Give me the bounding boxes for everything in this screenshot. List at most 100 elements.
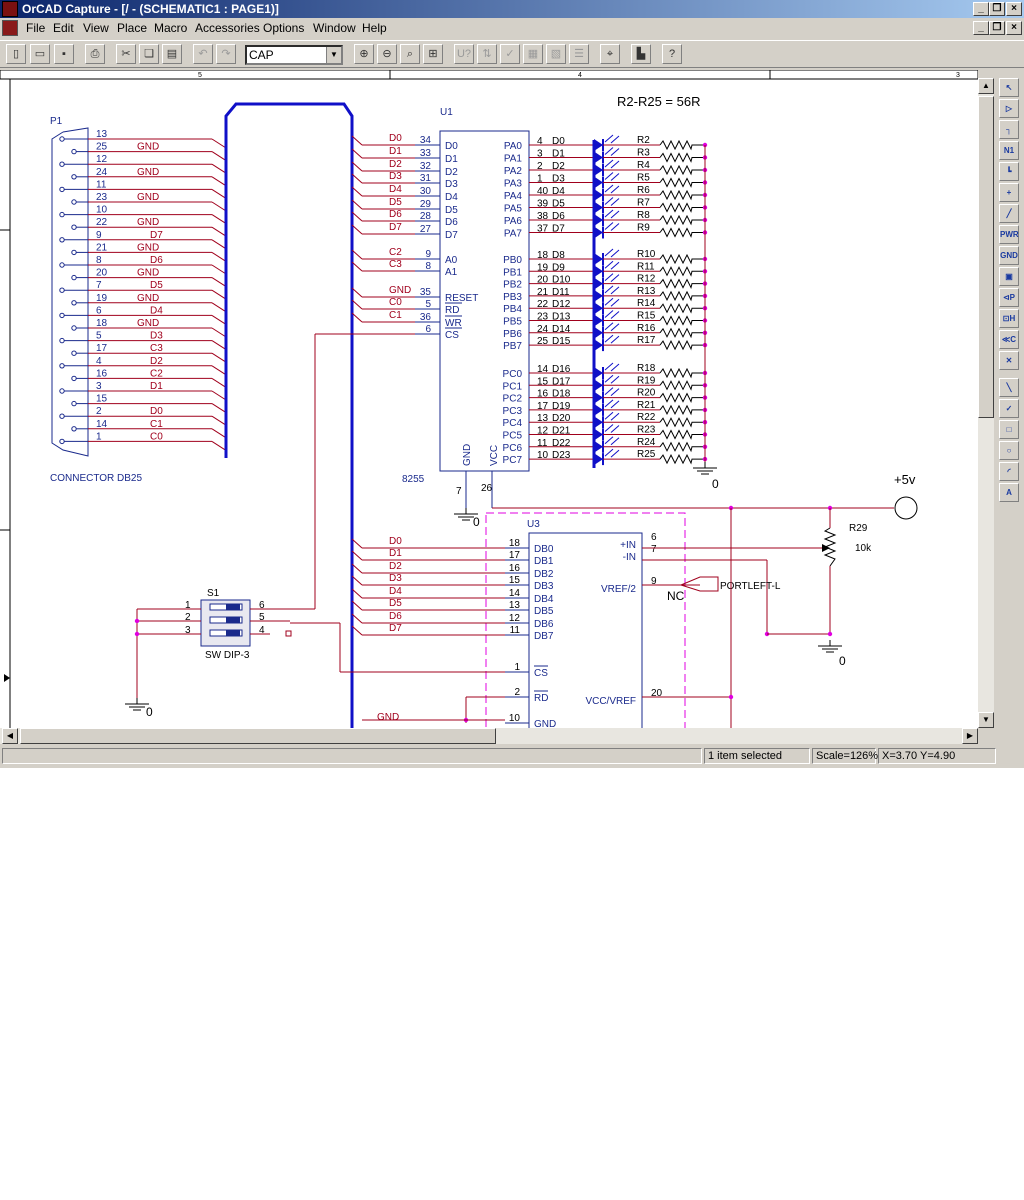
document-icon[interactable]: [2, 20, 18, 36]
place-part-icon[interactable]: ▷: [999, 99, 1019, 118]
menu-place[interactable]: Place: [117, 21, 148, 35]
minimize-icon[interactable]: _: [973, 2, 989, 16]
help-icon[interactable]: ?: [662, 44, 682, 64]
u1-pin-name: WR: [445, 318, 462, 329]
menu-help[interactable]: Help: [362, 21, 387, 35]
place-rectangle-icon[interactable]: □: [999, 420, 1019, 439]
scroll-down-icon[interactable]: ▼: [978, 712, 994, 728]
vertical-scrollbar[interactable]: ▲ ▼: [978, 78, 994, 728]
resistor-zigzag: [659, 214, 705, 226]
netlist-icon[interactable]: ▦: [523, 44, 543, 64]
u1-port-name: PC7: [503, 455, 523, 466]
led-triangle: [594, 339, 603, 352]
cut-icon[interactable]: ✂: [116, 44, 136, 64]
u3-pin-name: GND: [534, 719, 556, 728]
place-polyline-icon[interactable]: ✓: [999, 399, 1019, 418]
u1-pin-num: 30: [420, 186, 432, 197]
place-bus-entry-icon[interactable]: ╱: [999, 204, 1019, 223]
back-annotate-icon[interactable]: ⇅: [477, 44, 497, 64]
u3-pin-name: DB5: [534, 606, 554, 617]
place-ground-icon[interactable]: GND: [999, 246, 1019, 265]
undo-icon[interactable]: ↶: [193, 44, 213, 64]
p1-pin-circle: [71, 325, 77, 331]
u1-port-num: 22: [537, 299, 549, 310]
cross-ref-icon[interactable]: ▧: [546, 44, 566, 64]
led-triangle: [594, 367, 603, 379]
u1-pin-name: D2: [445, 167, 458, 178]
place-line-icon[interactable]: ╲: [999, 378, 1019, 397]
menu-edit[interactable]: Edit: [53, 21, 74, 35]
place-offpage-icon[interactable]: ≪C: [999, 330, 1019, 349]
drc-icon[interactable]: ✓: [500, 44, 520, 64]
horizontal-scroll-thumb[interactable]: [20, 728, 496, 744]
u1-port-num: 24: [537, 324, 549, 335]
bom-icon[interactable]: ☰: [569, 44, 589, 64]
open-icon[interactable]: ▭: [30, 44, 50, 64]
print-icon[interactable]: ⎙: [85, 44, 105, 64]
scroll-left-icon[interactable]: ◀: [2, 728, 18, 744]
menu-options[interactable]: Options: [263, 21, 305, 35]
annotate-icon[interactable]: U?: [454, 44, 474, 64]
part-value-combo[interactable]: CAP ▼: [245, 45, 343, 65]
select-tool-icon[interactable]: ↖: [999, 78, 1019, 97]
restore-icon[interactable]: ❐: [989, 2, 1005, 16]
place-arc-icon[interactable]: ◜: [999, 462, 1019, 481]
doc-close-icon[interactable]: ×: [1006, 21, 1022, 35]
place-junction-icon[interactable]: +: [999, 183, 1019, 202]
vertical-scroll-thumb[interactable]: [978, 96, 994, 418]
menu-accessories[interactable]: Accessories: [195, 21, 260, 35]
chevron-down-icon[interactable]: ▼: [326, 47, 341, 63]
led-ray: [604, 273, 614, 281]
u1-pin-name: A1: [445, 267, 458, 278]
led-triangle: [594, 302, 603, 315]
place-port-icon[interactable]: ⊲P: [999, 288, 1019, 307]
zoom-all-icon[interactable]: ⊞: [423, 44, 443, 64]
menu-view[interactable]: View: [83, 21, 109, 35]
place-hier-block-icon[interactable]: ▣: [999, 267, 1019, 286]
doc-minimize-icon[interactable]: _: [973, 21, 989, 35]
menu-window[interactable]: Window: [313, 21, 356, 35]
snap-grid-icon[interactable]: ⌖: [600, 44, 620, 64]
paste-icon[interactable]: ▤: [162, 44, 182, 64]
menu-macro[interactable]: Macro: [154, 21, 188, 35]
p1-net-label: GND: [137, 318, 159, 329]
place-net-alias-icon[interactable]: N1: [999, 141, 1019, 160]
ruler-label: 3: [956, 72, 960, 79]
place-bus-icon[interactable]: ┗: [999, 162, 1019, 181]
place-power-icon[interactable]: PWR: [999, 225, 1019, 244]
led-triangle: [594, 403, 603, 416]
place-pin-icon[interactable]: ⊡H: [999, 309, 1019, 328]
close-icon[interactable]: ×: [1006, 2, 1022, 16]
place-wire-icon[interactable]: ┐: [999, 120, 1019, 139]
u1-port-net: D6: [552, 211, 565, 222]
redo-icon[interactable]: ↷: [216, 44, 236, 64]
u3-pin-name: DB3: [534, 581, 554, 592]
zoom-out-icon[interactable]: ⊖: [377, 44, 397, 64]
new-icon[interactable]: ▯: [6, 44, 26, 64]
menu-file[interactable]: File: [26, 21, 46, 35]
place-no-connect-icon[interactable]: ✕: [999, 351, 1019, 370]
doc-restore-icon[interactable]: ❐: [989, 21, 1005, 35]
p1-pin-num: 17: [96, 343, 108, 354]
scroll-right-icon[interactable]: ▶: [962, 728, 978, 744]
u1-pin-num: 6: [425, 324, 431, 335]
zoom-in-icon[interactable]: ⊕: [354, 44, 374, 64]
led-triangle: [594, 214, 603, 226]
u1-port-num: 3: [537, 149, 543, 160]
u3-net-label: D0: [389, 536, 402, 547]
project-manager-icon[interactable]: ▙: [631, 44, 651, 64]
led-ray: [610, 425, 620, 433]
copy-icon[interactable]: ❏: [139, 44, 159, 64]
p1-pin-circle: [59, 388, 65, 394]
status-scale: Scale=126%: [812, 748, 878, 764]
save-icon[interactable]: ▪: [54, 44, 74, 64]
u3-pin-num: 1: [514, 662, 520, 673]
place-text-icon[interactable]: A: [999, 483, 1019, 502]
scroll-up-icon[interactable]: ▲: [978, 78, 994, 94]
place-ellipse-icon[interactable]: ○: [999, 441, 1019, 460]
p1-bus-entry: [211, 365, 227, 376]
zoom-area-icon[interactable]: ⌕: [400, 44, 420, 64]
horizontal-scrollbar[interactable]: ◀ ▶: [0, 728, 978, 744]
